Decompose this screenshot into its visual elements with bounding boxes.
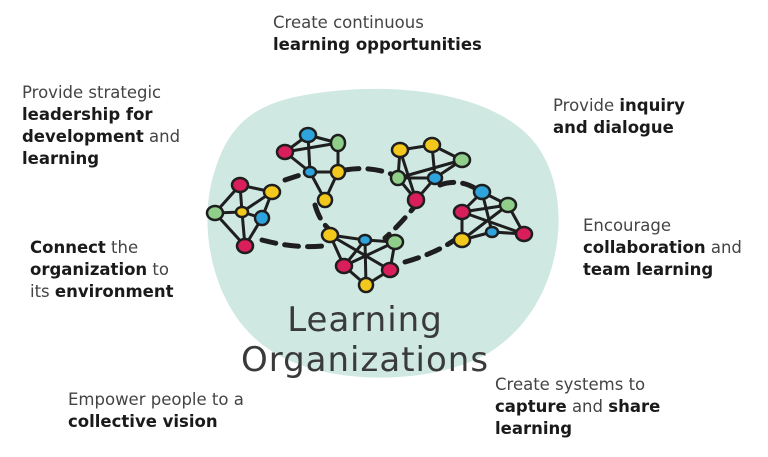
practice-collaboration: Encourage collaboration and team learnin… [583,216,742,279]
practice-inquiry-dialogue: Provide inquiry and dialogue [553,96,685,137]
practice-connect-environment: Connect the organization to its environm… [30,238,174,301]
practice-learning-opportunities: Create continuous learning opportunities [273,13,482,54]
network-nodes [205,126,534,294]
practice-capture-share: Create systems to capture and share lear… [495,375,661,438]
practice-collective-vision: Empower people to a collective vision [68,390,244,431]
title-line-2: Organizations [240,340,490,380]
title-line-1: Learning [287,300,443,340]
diagram-title: Learning Organizations [240,300,490,380]
practice-strategic-leadership: Provide strategic leadership for develop… [22,83,181,168]
